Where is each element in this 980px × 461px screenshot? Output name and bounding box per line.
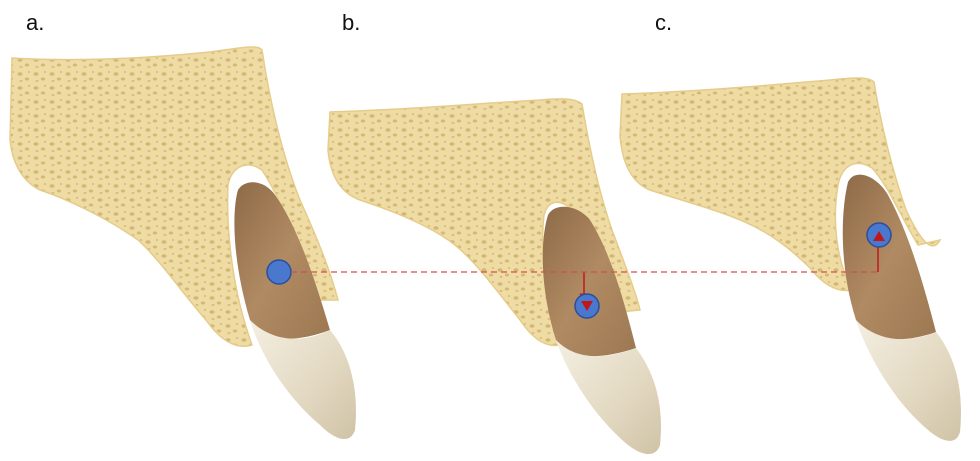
root-b [542,206,636,357]
crown-a [250,320,356,440]
panel-label-a: a. [26,10,45,35]
alveolar-bone-c [619,77,942,292]
panel-a [9,46,356,440]
root-c [842,174,936,340]
panel-label-c: c. [655,10,673,35]
panel-label-b: b. [342,10,361,35]
crown-c [856,320,961,441]
panel-c [619,77,961,441]
center-marker-a [266,259,292,285]
crown-b [556,340,661,455]
alveolar-bone-b [327,98,641,347]
arrow-tip-c [873,231,885,241]
alveolar-bone-a [9,46,339,347]
panel-b [327,98,661,455]
arrow-tip-b [581,301,593,311]
